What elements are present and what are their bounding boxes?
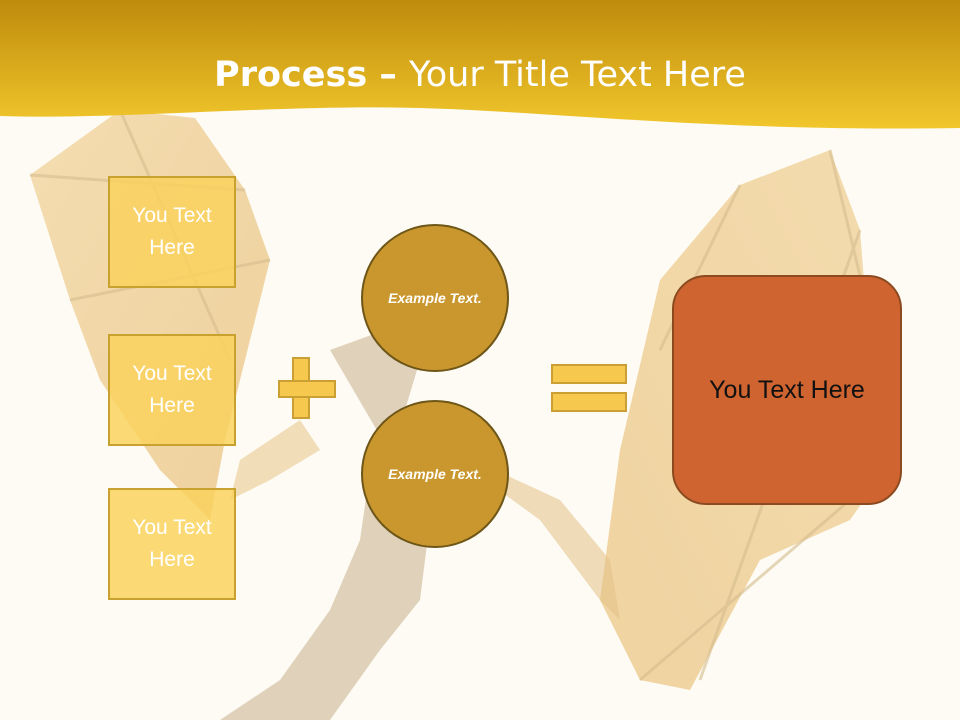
slide-title: Process – Your Title Text Here <box>0 52 960 98</box>
result-label: You Text Here <box>709 375 865 404</box>
header-band <box>0 0 960 129</box>
title-bold: Process <box>214 55 368 95</box>
title-dash: – <box>367 55 410 95</box>
circle-label: Example Text. <box>388 465 482 482</box>
input-box-3: You Text Here <box>108 488 236 600</box>
example-circle-2: Example Text. <box>361 400 509 548</box>
input-box-label: You Text Here <box>132 516 212 571</box>
circle-label: Example Text. <box>388 289 482 306</box>
title-rest: Your Title Text Here <box>409 55 746 95</box>
input-box-label: You Text Here <box>132 204 212 259</box>
input-box-1: You Text Here <box>108 176 236 288</box>
example-circle-1: Example Text. <box>361 224 509 372</box>
result-box: You Text Here <box>672 275 902 505</box>
input-box-label: You Text Here <box>132 362 212 417</box>
input-box-2: You Text Here <box>108 334 236 446</box>
